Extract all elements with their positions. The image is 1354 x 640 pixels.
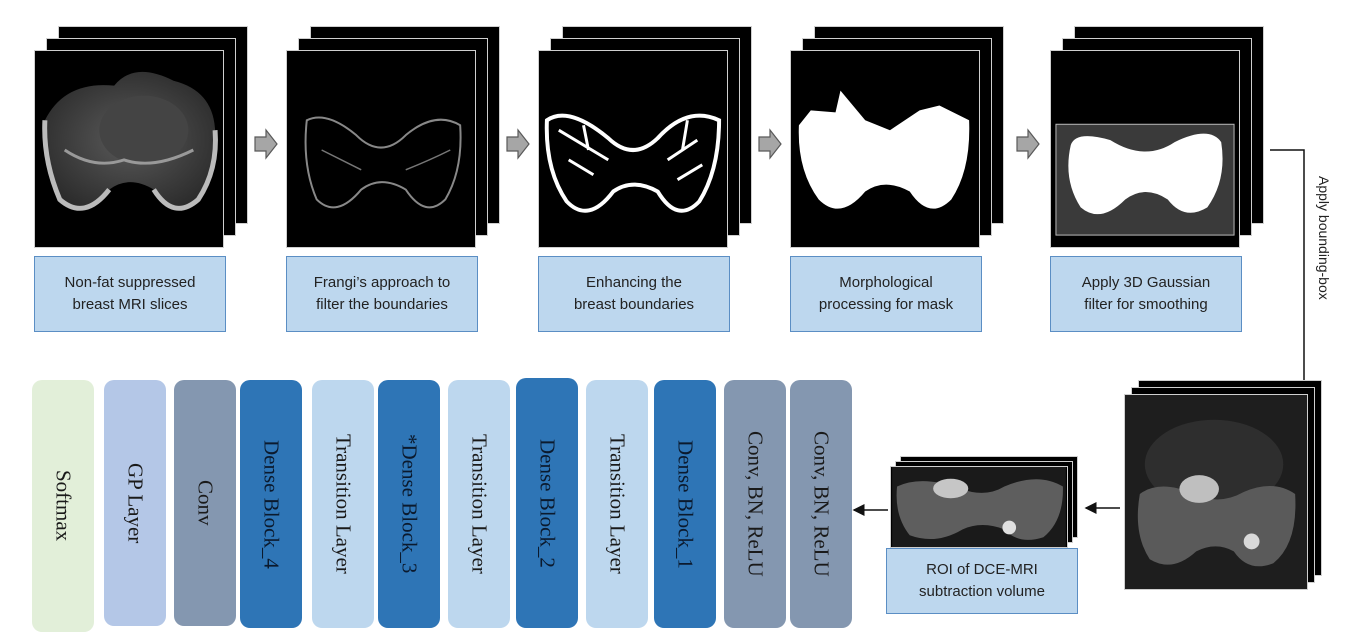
transition-layer-1: Transition Layer <box>586 380 648 628</box>
enhanced-image <box>538 50 728 248</box>
conv-block: Conv <box>174 380 236 626</box>
step-caption-5: Apply 3D Gaussian filter for smoothing <box>1050 256 1242 332</box>
dense-block-3: *Dense Block_3 <box>378 380 440 628</box>
softmax-block: Softmax <box>32 380 94 632</box>
gp-layer-block: GP Layer <box>104 380 166 626</box>
frangi-image <box>286 50 476 248</box>
right-arrow-icon <box>506 128 530 160</box>
dense-block-2: Dense Block_2 <box>516 378 578 628</box>
transition-layer-2: Transition Layer <box>448 380 510 628</box>
step-caption-4: Morphological processing for mask <box>790 256 982 332</box>
gaussian-image <box>1050 50 1240 248</box>
transition-layer-3: Transition Layer <box>312 380 374 628</box>
mri-slice-image <box>34 50 224 248</box>
bbox-label: Apply bounding-box <box>1316 176 1332 300</box>
step-caption-1: Non-fat suppressed breast MRI slices <box>34 256 226 332</box>
right-arrow-icon <box>254 128 278 160</box>
step-caption-3: Enhancing the breast boundaries <box>538 256 730 332</box>
conv-bn-relu-block-1: Conv, BN, ReLU <box>790 380 852 628</box>
right-arrow-icon <box>1016 128 1040 160</box>
mask-image <box>790 50 980 248</box>
roi-caption: ROI of DCE-MRI subtraction volume <box>886 548 1078 614</box>
roi-image <box>890 466 1068 548</box>
dense-block-1: Dense Block_1 <box>654 380 716 628</box>
right-arrow-icon <box>758 128 782 160</box>
dense-block-4: Dense Block_4 <box>240 380 302 628</box>
conv-bn-relu-block-2: Conv, BN, ReLU <box>724 380 786 628</box>
dce-volume-image <box>1124 394 1308 590</box>
step-caption-2: Frangi’s approach to filter the boundari… <box>286 256 478 332</box>
